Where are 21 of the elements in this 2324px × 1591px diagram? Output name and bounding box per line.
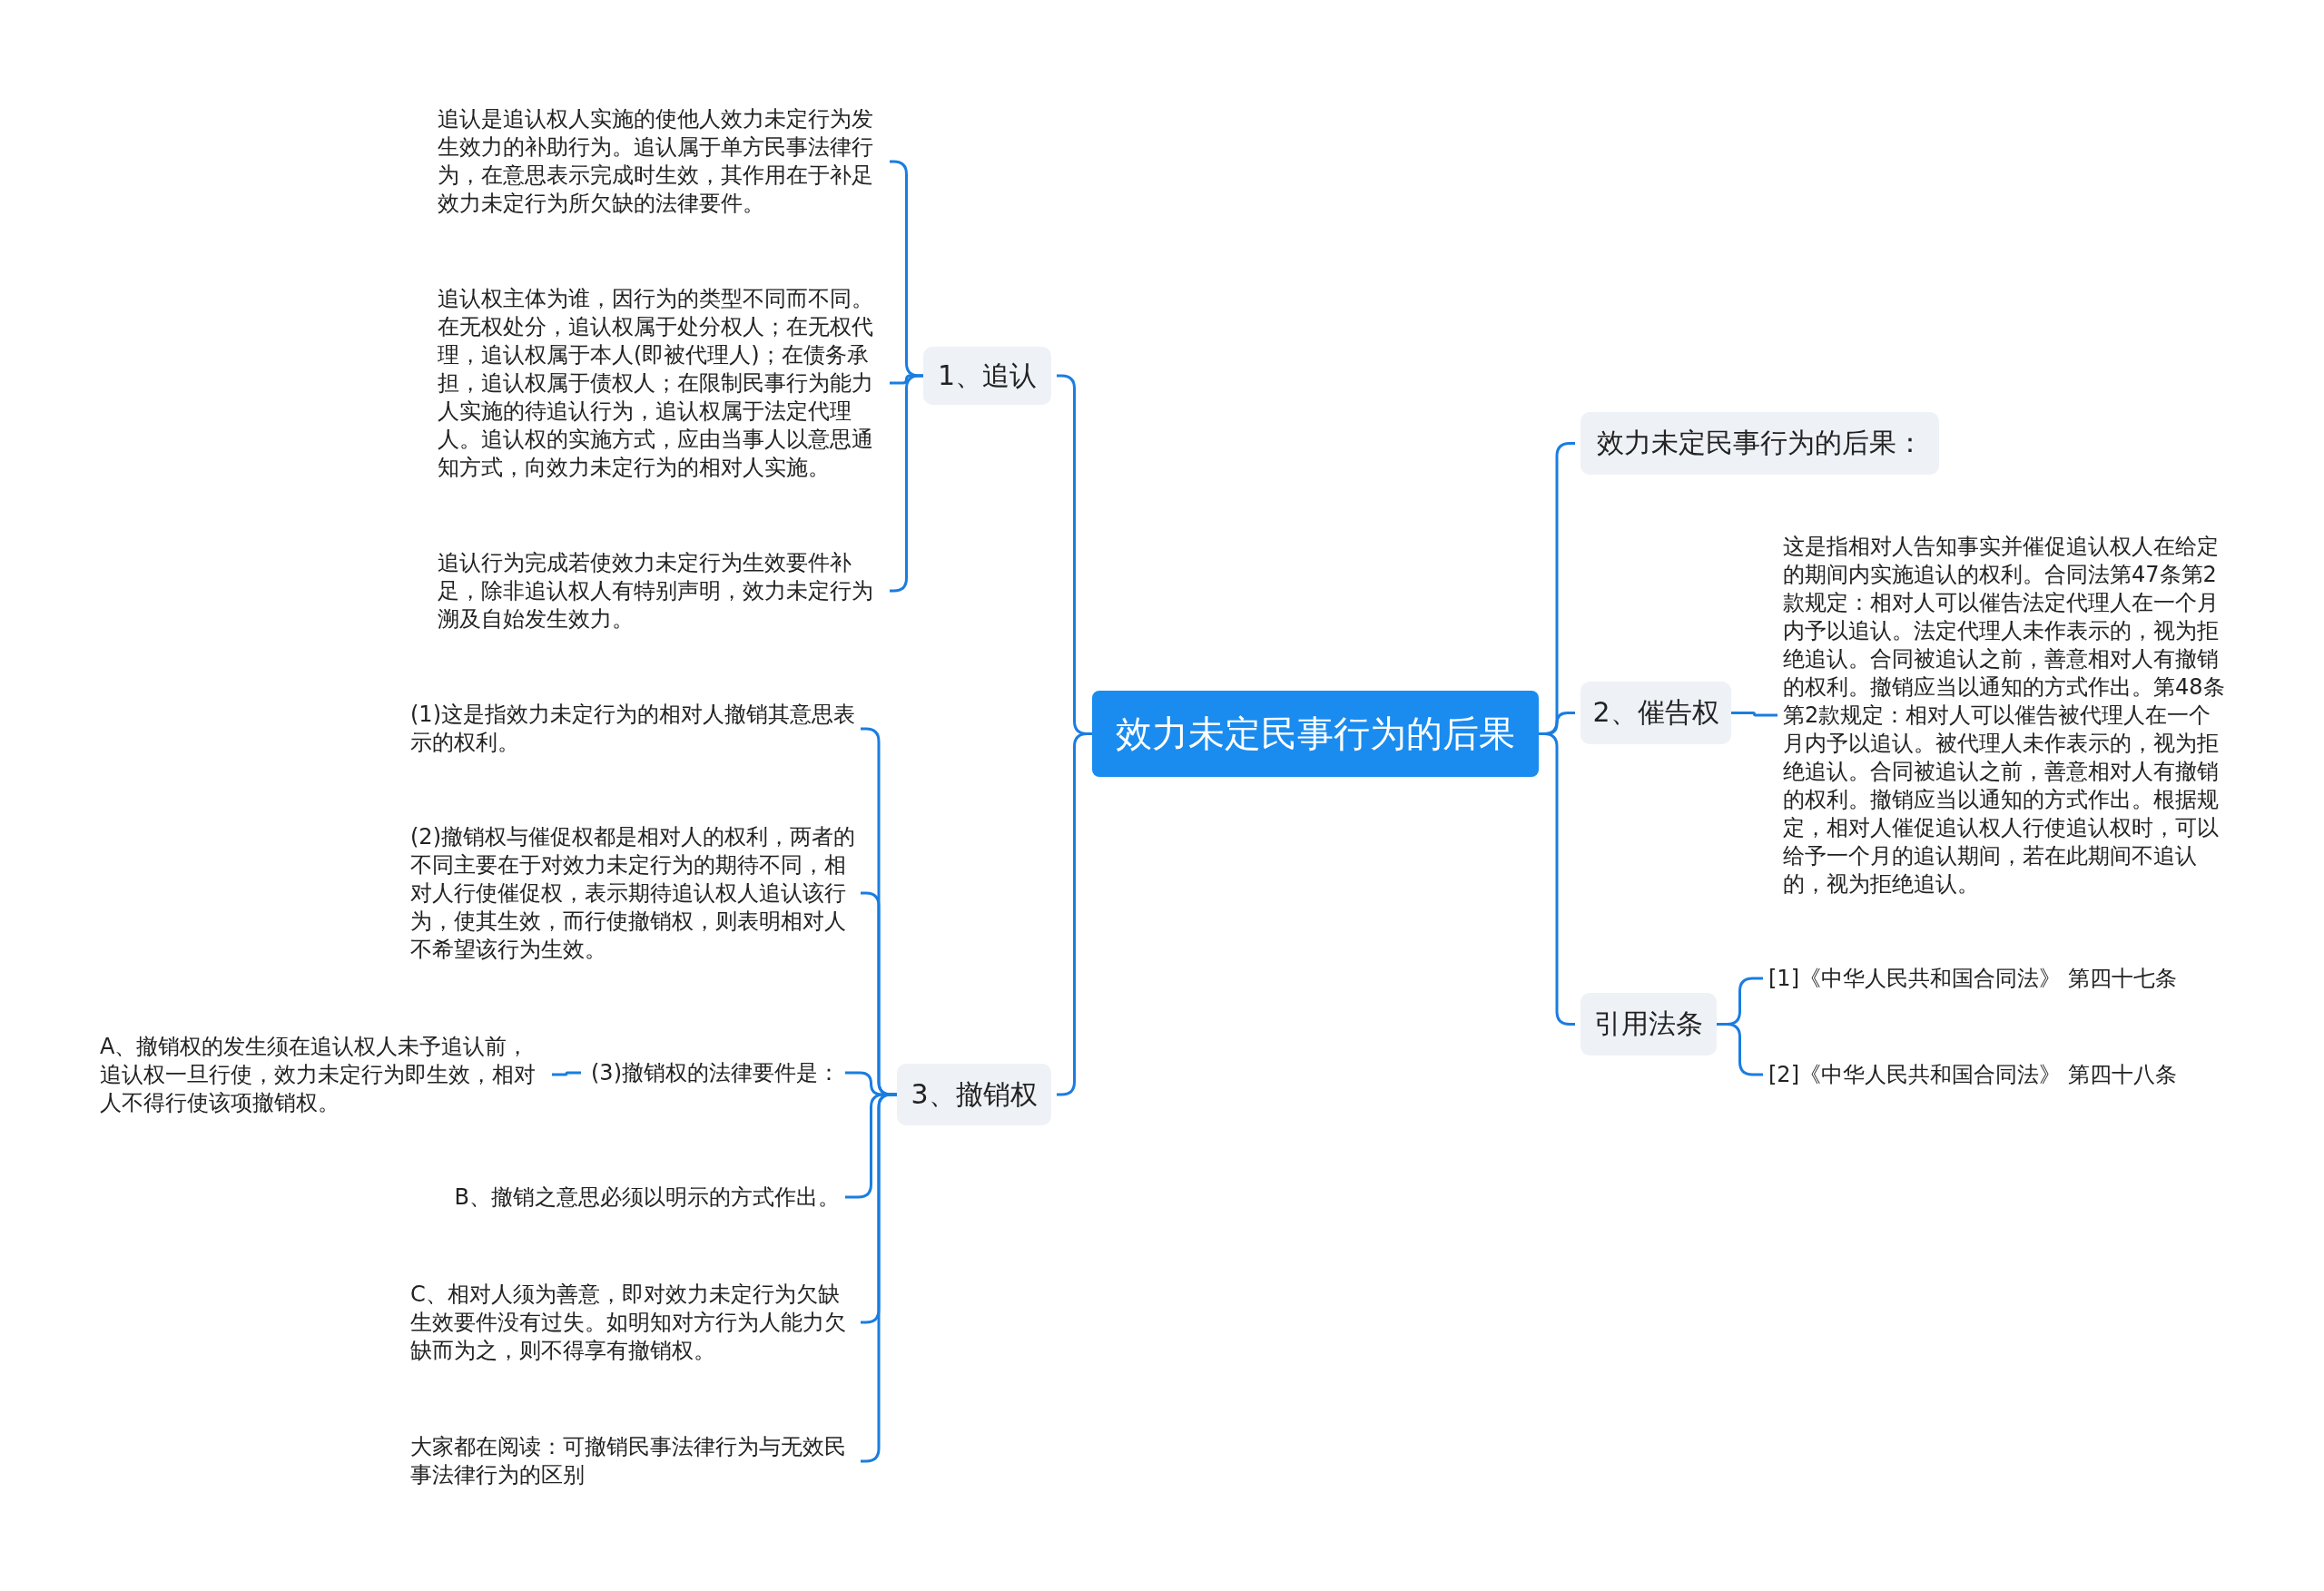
note-text: 这是指相对人告知事实并催促追认权人在给定的期间内实施追认的权利。合同法第47条第2款规定：相对人可以催告法定代理人在一个月内予以追认。法定代理人未作表示的，视为拒绝追认。合同被追认之前，善意相对人有撤销的权利。撤销应当以通知的方式作出。第48条第2款规定：相对人可以催告被代理人在一个月内予以追认。被代理人未作表示的，视为拒绝追认。合同被追认之前，善意相对人有撤销的权利。撤销应当以通知的方式作出。根据规定，相对人催促追认权人行使追认权时，可以给予一个月的追认期间，若在此期间不追认的，视为拒绝追认。: [1783, 532, 2226, 899]
note-text: (1)这是指效力未定行为的相对人撤销其意思表示的权利。: [410, 701, 855, 757]
note-text: 大家都在阅读：可撤销民事法律行为与无效民事法律行为的区别: [410, 1433, 847, 1489]
note-text: 追认权主体为谁，因行为的类型不同而不同。在无权处分，追认权属于处分权人；在无权代理，追认权属于本人(即被代理人)；在债务承担，追认权属于债权人；在限制民事行为能力人实施的待追认行为，追认权属于法定代理人。追认权的实施方式，应由当事人以意思通知方式，向效力未定行为的相对人实施。: [438, 284, 874, 482]
topic-box: 引用法条: [1581, 993, 1717, 1056]
note-text: (2)撤销权与催促权都是相对人的权利，两者的不同主要在于对效力未定行为的期待不同，相对人行使催促权，表示期待追认权人追认该行为，使其生效，而行使撤销权，则表明相对人不希望该行为生效。: [410, 822, 855, 964]
note-text: B、撤销之意思必须以明示的方式作出。: [453, 1183, 840, 1212]
note-text: C、相对人须为善意，即对效力未定行为欠缺生效要件没有过失。如明知对方行为人能力欠缺而为之，则不得享有撤销权。: [410, 1280, 847, 1365]
topic-box: 2、催告权: [1581, 682, 1731, 744]
note-text: (3)撤销权的法律要件是：: [590, 1058, 840, 1087]
note-text: A、撤销权的发生须在追认权人未予追认前，追认权一旦行使，效力未定行为即生效，相对人不得行使该项撤销权。: [100, 1032, 537, 1117]
note-text: [1]《中华人民共和国合同法》 第四十七条: [1768, 964, 2178, 993]
topic-box: 效力未定民事行为的后果：: [1581, 412, 1939, 475]
topic-box: 1、追认: [923, 347, 1051, 405]
central-topic: 效力未定民事行为的后果: [1092, 691, 1539, 777]
connector-line: [552, 1071, 581, 1076]
note-text: 追认是追认权人实施的使他人效力未定行为发生效力的补助行为。追认属于单方民事法律行为，在意思表示完成时生效，其作用在于补足效力未定行为所欠缺的法律要件。: [438, 105, 874, 218]
connector-line: [1731, 712, 1777, 717]
note-text: 追认行为完成若使效力未定行为生效要件补足，除非追认权人有特别声明，效力未定行为溯及自始发生效力。: [438, 548, 874, 633]
note-text: [2]《中华人民共和国合同法》 第四十八条: [1768, 1060, 2178, 1089]
topic-box: 3、撤销权: [897, 1064, 1051, 1125]
